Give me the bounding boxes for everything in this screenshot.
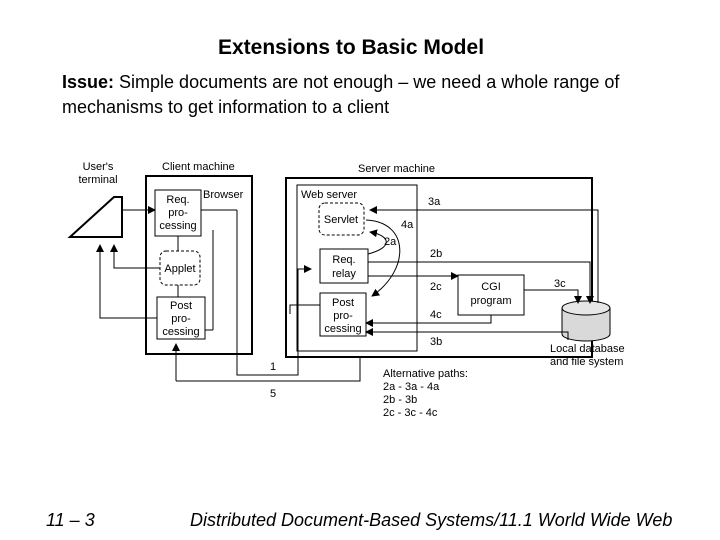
cgi-program-box: [457, 274, 525, 316]
arrow-applet-to-terminal: [110, 244, 160, 269]
req-relay-box: [319, 248, 369, 284]
alternative-path-2: 2b - 3b: [383, 394, 417, 406]
users-terminal-label-1: User's: [83, 161, 114, 173]
label-5: 5: [270, 388, 276, 400]
label-2b: 2b: [430, 248, 442, 260]
arrow-3a: [369, 206, 599, 303]
alternative-path-1: 2a - 3a - 4a: [383, 381, 440, 393]
label-3a: 3a: [428, 196, 441, 208]
post-processing-line-1: Post: [170, 300, 192, 312]
label-1: 1: [270, 361, 276, 373]
slide-footer: Distributed Document-Based Systems/11.1 …: [190, 510, 673, 530]
issue-statement: Issue: Simple documents are not enough –…: [62, 70, 642, 120]
post-processing-line-3: cessing: [162, 326, 199, 338]
server-machine-box: [285, 177, 593, 358]
line-server-response: [205, 230, 214, 331]
web-server-box: [296, 184, 418, 352]
cgi-program-line-1: CGI: [481, 281, 501, 293]
label-2a: 2a: [384, 236, 397, 248]
alternative-path-3: 2c - 3c - 4c: [383, 407, 438, 419]
servlet-label: Servlet: [324, 214, 358, 226]
arrow-2a: [367, 229, 387, 255]
req-processing-line-1: Req.: [166, 194, 189, 206]
terminal-icon: [67, 196, 123, 238]
issue-text: Simple documents are not enough – we nee…: [62, 72, 620, 117]
arrow-4c: [365, 315, 492, 327]
server-post-processing-line-2: pro-: [333, 310, 353, 322]
issue-label: Issue:: [62, 72, 115, 92]
post-processing-box: [156, 296, 206, 340]
path-5-line: [176, 358, 361, 382]
client-machine-box: [145, 175, 253, 355]
req-relay-line-1: Req.: [332, 254, 355, 266]
users-terminal-label-2: terminal: [78, 174, 117, 186]
req-processing-line-2: pro-: [168, 207, 188, 219]
arrow-post-to-terminal: [96, 244, 157, 319]
arrow-3b: [365, 328, 569, 340]
arrow-response-to-client: [289, 304, 320, 314]
post-processing-line-2: pro-: [171, 313, 191, 325]
label-3b: 3b: [430, 336, 442, 348]
label-2c: 2c: [430, 281, 442, 293]
label-3c: 3c: [554, 278, 566, 290]
servlet-box: [318, 202, 365, 236]
slide-title: Extensions to Basic Model: [217, 36, 485, 59]
req-relay-line-2: relay: [332, 268, 356, 280]
local-database-line-1: Local database: [550, 343, 625, 355]
applet-label: Applet: [164, 263, 195, 275]
browser-label: Browser: [203, 189, 244, 201]
web-server-label: Web server: [301, 189, 357, 201]
arrow-2b: [368, 261, 594, 304]
label-4a: 4a: [401, 219, 414, 231]
server-post-processing-box: [319, 292, 367, 337]
req-processing-line-3: cessing: [159, 220, 196, 232]
alternative-paths-title: Alternative paths:: [383, 368, 468, 380]
arrow-3c: [524, 289, 582, 304]
label-4c: 4c: [430, 309, 442, 321]
cgi-program-line-2: program: [471, 295, 512, 307]
database-icon: [561, 300, 611, 342]
server-post-processing-line-3: cessing: [324, 323, 361, 335]
server-post-processing-line-1: Post: [332, 297, 354, 309]
server-machine-label: Server machine: [358, 163, 435, 175]
arrow-4a: [365, 219, 401, 297]
local-database-line-2: and file system: [550, 356, 623, 368]
client-machine-label: Client machine: [162, 161, 235, 173]
slide-number: 11 – 3: [46, 510, 95, 530]
path-1-line: [236, 210, 312, 376]
